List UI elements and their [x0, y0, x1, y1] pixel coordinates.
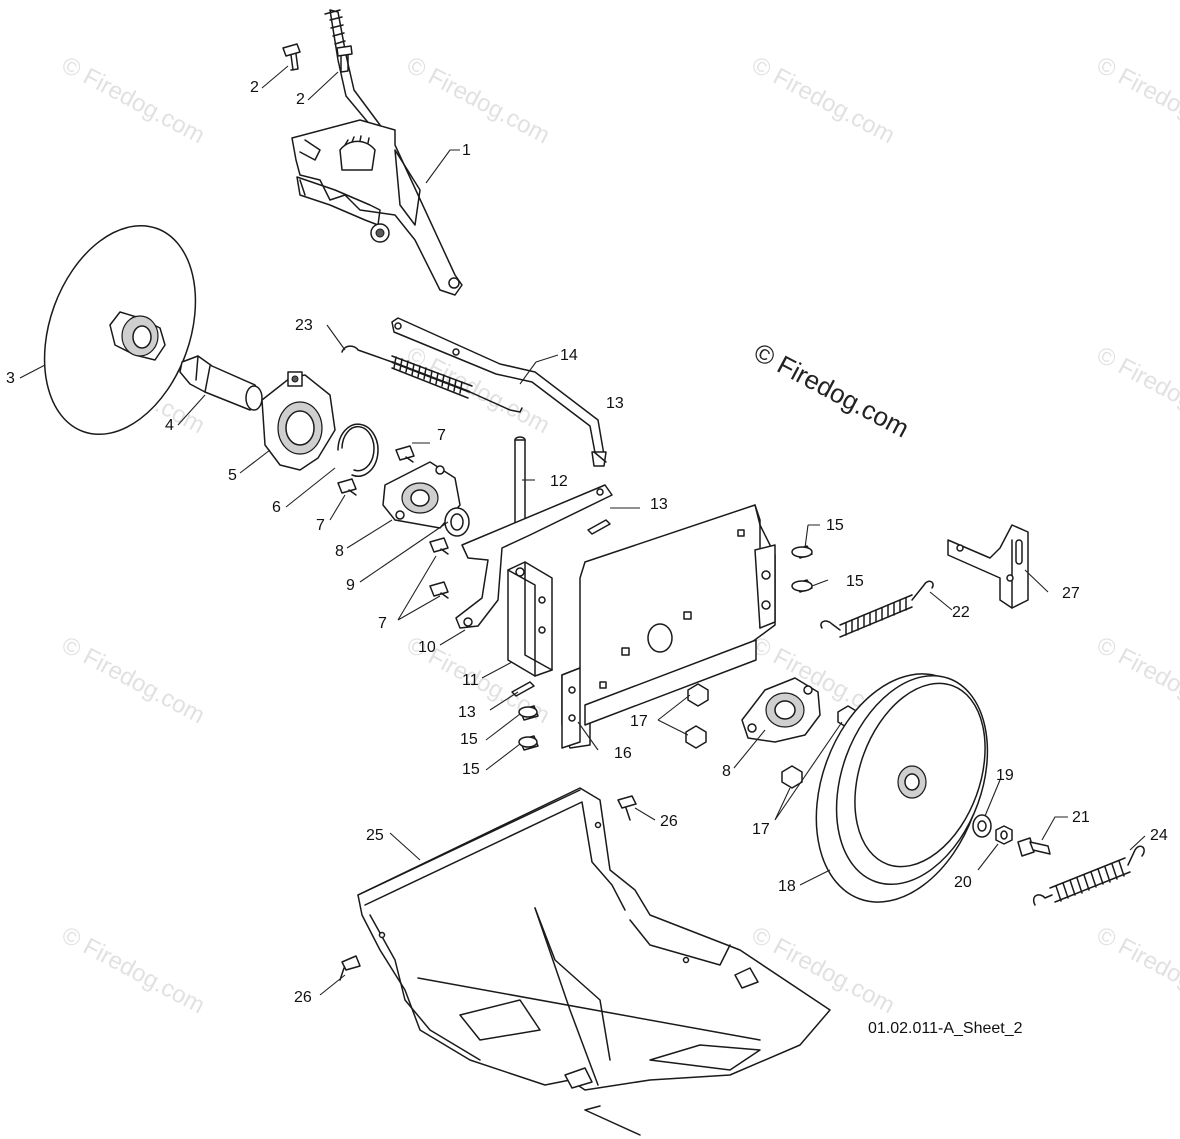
callout-4: 4 [165, 417, 174, 434]
callout-8: 8 [722, 763, 731, 780]
watermark: © Firedog.com [1092, 631, 1180, 729]
callout-13: 13 [458, 704, 476, 721]
part-20-lock-washer [995, 825, 1013, 845]
callout-18: 18 [778, 878, 796, 895]
part-10-lever-plate [455, 484, 613, 629]
watermark: © Firedog.com [57, 921, 209, 1019]
callout-12: 12 [550, 473, 568, 490]
watermark-large: © Firedog.com [749, 337, 914, 444]
watermark: © Firedog.com [1092, 341, 1180, 439]
callout-5: 5 [228, 467, 237, 484]
part-5-bearing-housing [261, 371, 336, 471]
part-2-bolts [282, 43, 353, 73]
callout-25: 25 [366, 827, 384, 844]
callout-10: 10 [418, 639, 436, 656]
callout-27: 27 [1062, 585, 1080, 602]
part-11-bracket [507, 561, 553, 677]
callout-11: 11 [462, 672, 479, 689]
part-26-screws [339, 795, 637, 981]
part-8-flange-bearing [382, 461, 461, 529]
part-15-flange-nuts [518, 545, 813, 751]
callout-21: 21 [1072, 809, 1090, 826]
callout-13: 13 [606, 395, 624, 412]
part-4-hex-shaft [179, 355, 263, 411]
sheet-id: 01.02.011-A_Sheet_2 [868, 1020, 1023, 1037]
callout-22: 22 [952, 604, 970, 621]
callout-19: 19 [996, 767, 1014, 784]
callout-26: 26 [294, 989, 312, 1006]
part-19-washer [972, 814, 992, 838]
part-18-pulley-wheel [815, 673, 989, 903]
part-25-cover [357, 787, 831, 1136]
leader-lines [19, 65, 1146, 996]
callout-3: 3 [6, 370, 15, 387]
part-3-drive-disc [43, 224, 197, 436]
part-12-pin [514, 436, 526, 531]
callout-8: 8 [335, 543, 344, 560]
watermark: © Firedog.com [57, 51, 209, 149]
callout-6: 6 [272, 499, 281, 516]
part-8-flange-bearing [741, 677, 821, 743]
part-23-spring [341, 345, 523, 413]
callout-17: 17 [630, 713, 648, 730]
callout-13: 13 [650, 496, 668, 513]
callout-15: 15 [460, 731, 478, 748]
part-9-washer [444, 507, 470, 537]
watermark: © Firedog.com [1092, 51, 1180, 149]
callout-7: 7 [316, 517, 325, 534]
part-16-frame-plate [561, 504, 776, 749]
callout-15: 15 [826, 517, 844, 534]
callout-17: 17 [752, 821, 770, 838]
part-22-spring [820, 580, 934, 638]
callout-14: 14 [560, 347, 578, 364]
callout-1: 1 [462, 142, 471, 159]
callouts: 1 2 2 3 4 5 6 7 7 7 8 8 9 10 11 12 13 13… [6, 79, 1168, 1006]
callout-26: 26 [660, 813, 678, 830]
part-1-shift-lever [291, 9, 463, 296]
part-17-hex-nuts [685, 683, 859, 789]
callout-23: 23 [295, 317, 313, 334]
part-24-spring [1033, 845, 1145, 906]
callout-16: 16 [614, 745, 632, 762]
callout-7: 7 [437, 427, 446, 444]
callout-20: 20 [954, 874, 972, 891]
callout-2: 2 [250, 79, 259, 96]
callout-7: 7 [378, 615, 387, 632]
part-6-snap-ring [337, 423, 379, 477]
callout-9: 9 [346, 577, 355, 594]
watermark: © Firedog.com [1092, 921, 1180, 1019]
part-7-bolts [337, 445, 449, 599]
callout-15: 15 [846, 573, 864, 590]
part-27-bracket [947, 524, 1029, 609]
callout-24: 24 [1150, 827, 1168, 844]
part-21-bolt [1017, 837, 1051, 857]
callout-15: 15 [462, 761, 480, 778]
watermark: © Firedog.com [402, 51, 554, 149]
watermark: © Firedog.com [747, 51, 899, 149]
watermark: © Firedog.com [57, 631, 209, 729]
callout-2: 2 [296, 91, 305, 108]
